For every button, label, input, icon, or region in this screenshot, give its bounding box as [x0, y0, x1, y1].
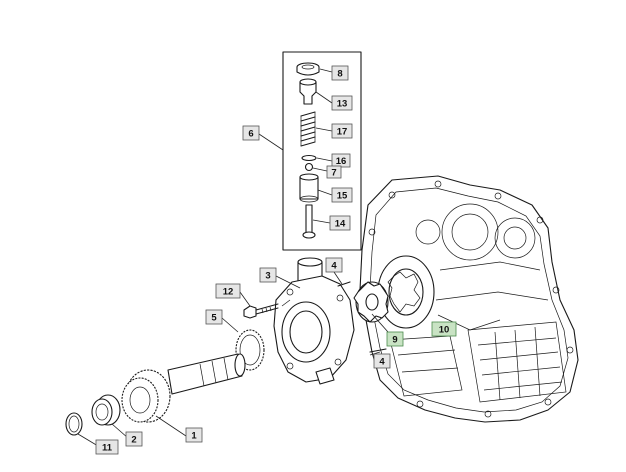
svg-text:12: 12 [223, 287, 234, 298]
svg-text:10: 10 [439, 325, 450, 336]
callout-12: 12 [215, 283, 241, 299]
callout-13: 13 [331, 95, 353, 111]
callout-14: 14 [329, 215, 351, 231]
callout-4-lower: 4 [373, 353, 391, 369]
callout-labels: 8 13 17 16 7 15 14 6 3 4 12 5 9 10 4 1 2… [95, 65, 457, 455]
pump-outer-rotor [377, 255, 435, 329]
callout-9: 9 [386, 331, 404, 347]
svg-text:16: 16 [336, 156, 347, 167]
svg-text:15: 15 [337, 191, 348, 202]
svg-text:17: 17 [337, 127, 348, 138]
svg-text:8: 8 [337, 69, 342, 80]
dowel-pin-upper [337, 281, 351, 287]
input-shaft [167, 353, 246, 395]
callout-8: 8 [331, 65, 349, 81]
callout-4-upper: 4 [325, 257, 343, 273]
svg-text:6: 6 [248, 129, 253, 140]
callout-7: 7 [326, 165, 342, 179]
callout-1: 1 [185, 427, 203, 443]
svg-text:11: 11 [102, 443, 113, 454]
callout-3: 3 [259, 267, 277, 283]
callout-15: 15 [331, 187, 353, 203]
callout-10: 10 [431, 321, 457, 337]
pump-inner-rotor [353, 281, 389, 323]
svg-text:9: 9 [392, 335, 397, 346]
svg-text:7: 7 [331, 168, 336, 179]
callout-5: 5 [205, 309, 223, 325]
callout-6: 6 [242, 125, 260, 141]
svg-text:5: 5 [211, 313, 217, 324]
snap-ring [65, 412, 83, 436]
svg-text:3: 3 [265, 271, 270, 282]
callout-16: 16 [331, 153, 351, 168]
callout-2: 2 [125, 431, 143, 447]
svg-text:13: 13 [337, 99, 348, 110]
bolt [243, 303, 279, 319]
svg-text:1: 1 [191, 431, 197, 442]
bearing-race [91, 394, 121, 426]
callout-17: 17 [331, 123, 353, 139]
drive-gear [121, 369, 171, 423]
pump-housing [273, 257, 355, 385]
svg-text:4: 4 [379, 357, 385, 368]
svg-text:2: 2 [131, 435, 136, 446]
callout-11: 11 [95, 439, 119, 455]
svg-text:14: 14 [335, 219, 346, 230]
svg-text:4: 4 [331, 261, 337, 272]
transmission-housing [359, 175, 579, 423]
